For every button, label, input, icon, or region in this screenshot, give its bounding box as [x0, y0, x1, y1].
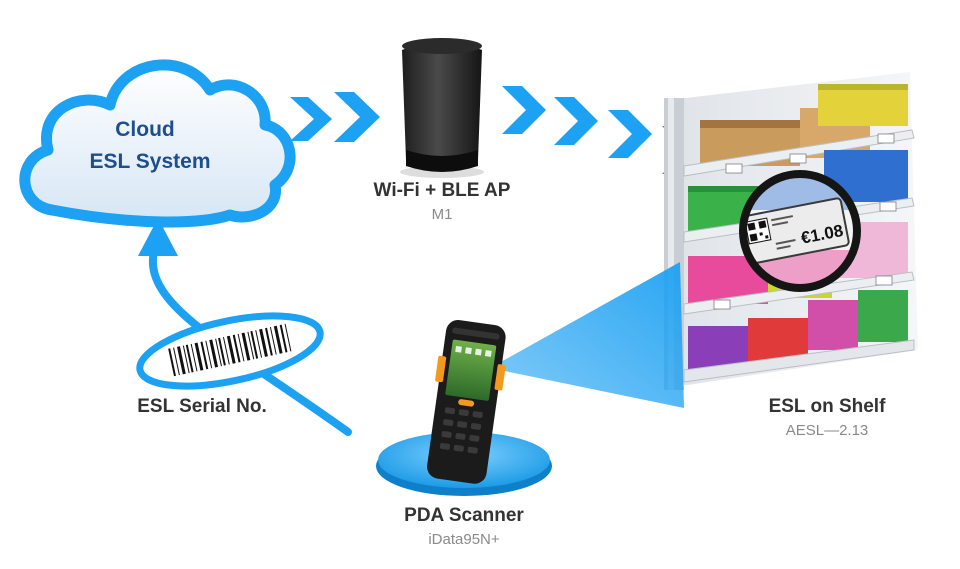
serial-number-label: ESL Serial No. — [137, 396, 267, 417]
esl-tag-small — [725, 163, 743, 174]
chevron-right-icon — [502, 86, 546, 134]
esl-tag-small — [713, 299, 731, 310]
chevron-right-icon — [554, 97, 598, 145]
scanner-label: PDA Scanner — [404, 505, 524, 526]
scan-beam — [490, 262, 684, 408]
data-flow-chevrons-cloud-to-ap — [290, 92, 380, 142]
pda-scanner-device-icon — [427, 320, 506, 484]
cloud-title-line1: Cloud — [115, 118, 175, 141]
barcode-badge — [136, 312, 324, 390]
cloud-title-line2: ESL System — [89, 150, 211, 173]
access-point-device-icon — [400, 38, 484, 178]
shelf-label: ESL on Shelf — [768, 396, 886, 417]
shelf-model: AESL—2.13 — [785, 422, 869, 439]
upload-arrow — [138, 218, 352, 436]
esl-tag-small — [877, 133, 895, 144]
product-row — [688, 290, 908, 370]
chevron-right-icon — [334, 92, 380, 142]
chevron-right-icon — [608, 110, 652, 158]
barcode-icon — [168, 323, 292, 377]
qr-code-icon — [744, 217, 772, 245]
arrow-up-icon — [138, 218, 178, 256]
esl-tag-small — [879, 201, 897, 212]
access-point-model: M1 — [431, 206, 453, 223]
esl-tag-small — [789, 153, 807, 164]
cloud-icon — [19, 59, 296, 228]
access-point-label: Wi-Fi + BLE AP — [373, 180, 511, 201]
scanner-model: iData95N+ — [428, 531, 500, 548]
esl-tag-small — [875, 275, 893, 286]
esl-tag-magnified: €1.08 — [743, 197, 850, 265]
chevron-right-icon — [290, 97, 332, 141]
